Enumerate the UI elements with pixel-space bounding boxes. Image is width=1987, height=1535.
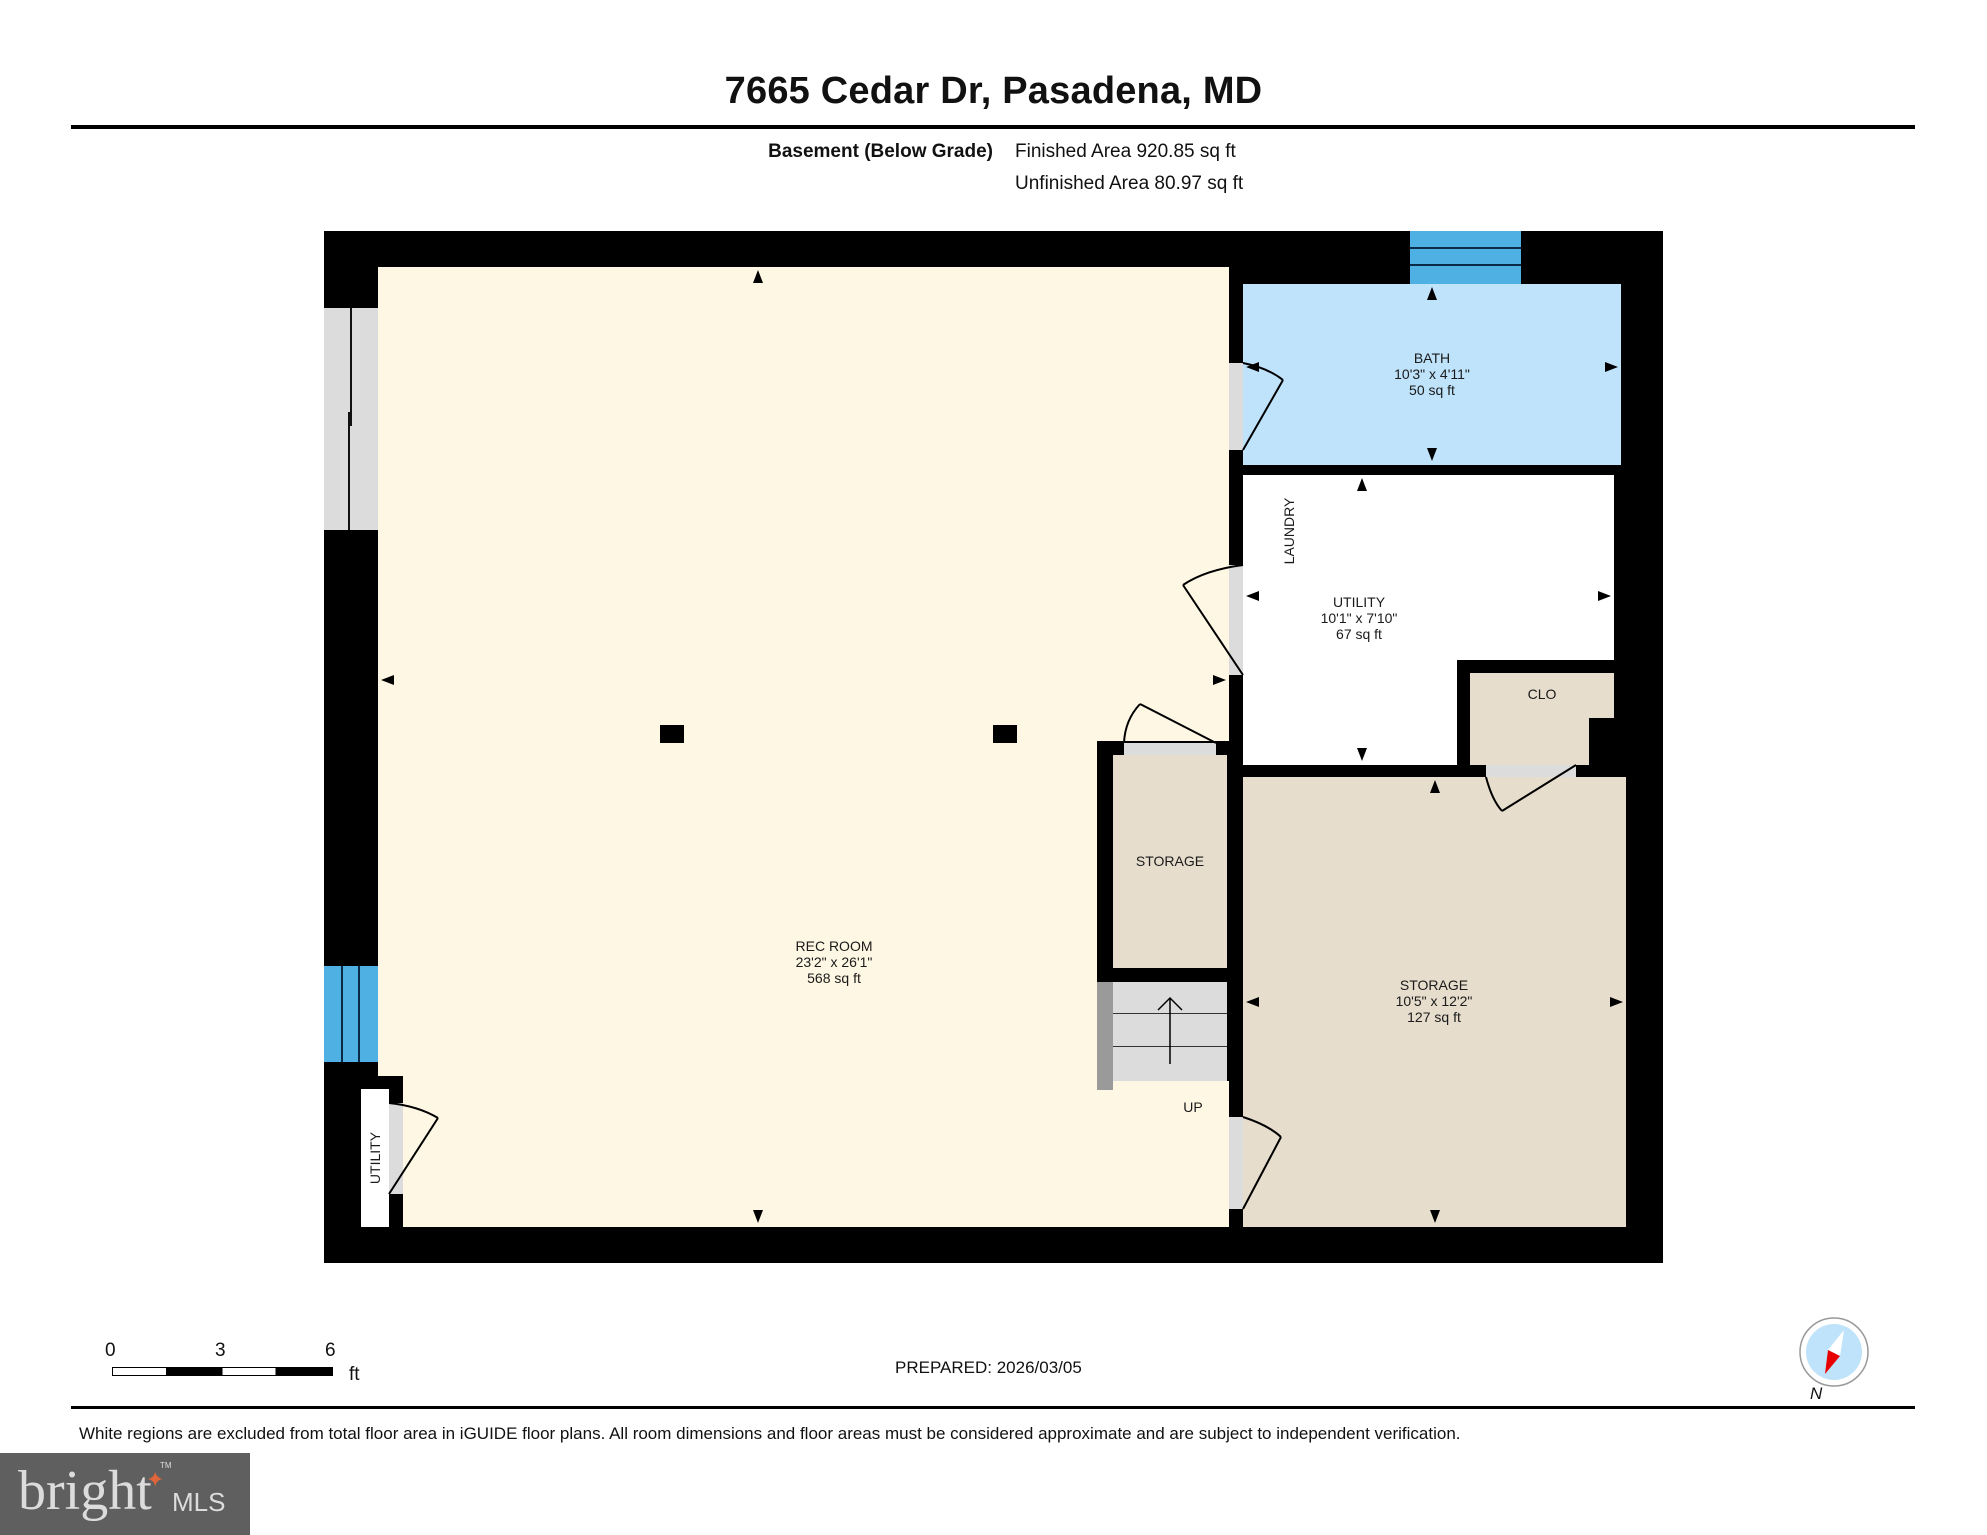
room-rec-room[interactable] <box>378 267 1229 1227</box>
door-rec-to-bath[interactable] <box>1229 363 1243 450</box>
closet-label: CLO <box>1527 686 1557 702</box>
compass-north-label: N <box>1810 1384 1823 1403</box>
room-name: REC ROOM <box>795 938 873 954</box>
disclaimer: White regions are excluded from total fl… <box>79 1424 1461 1443</box>
dimension-arrow-icon <box>1430 780 1440 793</box>
scale-bar: 0 3 6 ft <box>105 1340 375 1390</box>
left-window <box>324 966 378 1062</box>
dimension-arrow-icon <box>1213 675 1226 685</box>
room-dims: 10'1" x 7'10" <box>1320 610 1398 626</box>
dimension-arrow-icon <box>1246 997 1259 1007</box>
footer-divider <box>71 1406 1915 1409</box>
storage-large-label: STORAGE 10'5" x 12'2" 127 sq ft <box>1374 977 1494 1025</box>
utility-closet-label: UTILITY <box>367 1131 383 1185</box>
utility-label: UTILITY 10'1" x 7'10" 67 sq ft <box>1299 594 1419 642</box>
dimension-arrow-icon <box>753 270 763 283</box>
pillar <box>660 725 684 743</box>
scale-tick-6: 6 <box>325 1340 336 1361</box>
dimension-arrow-icon <box>753 1210 763 1223</box>
unfinished-area: Unfinished Area 80.97 sq ft <box>1015 173 1244 194</box>
dimension-arrow-icon <box>1427 448 1437 461</box>
header-divider <box>71 125 1915 129</box>
room-utility-closet[interactable] <box>361 1089 389 1227</box>
compass: N <box>1798 1316 1870 1406</box>
door-small-storage[interactable] <box>1124 743 1216 755</box>
room-area: 50 sq ft <box>1409 382 1455 398</box>
bath-window <box>1410 231 1521 284</box>
dimension-arrow-icon <box>1610 997 1623 1007</box>
compass-icon <box>1799 1317 1869 1387</box>
dimension-arrow-icon <box>1430 1210 1440 1223</box>
dimension-arrow-icon <box>1357 478 1367 491</box>
room-name: BATH <box>1413 350 1451 366</box>
door-closet[interactable] <box>1486 765 1576 777</box>
dimension-arrow-icon <box>1246 591 1259 601</box>
stairs-up-label: UP <box>1183 1099 1203 1115</box>
pillar <box>993 725 1017 743</box>
scale-tick-0: 0 <box>105 1340 116 1361</box>
dimension-arrow-icon <box>1598 591 1611 601</box>
room-dims: 10'3" x 4'11" <box>1394 366 1470 382</box>
page-title: 7665 Cedar Dr, Pasadena, MD <box>724 70 1263 112</box>
stair-rail <box>1097 982 1113 1090</box>
stairs[interactable] <box>1113 982 1227 1081</box>
dimension-arrow-icon <box>381 675 394 685</box>
room-name: UTILITY <box>1332 594 1386 610</box>
laundry-label: LAUNDRY <box>1281 497 1297 565</box>
dimension-arrow-icon <box>1427 287 1437 300</box>
closet-notch <box>1589 718 1614 765</box>
room-storage-small[interactable] <box>1113 755 1227 968</box>
room-area: 127 sq ft <box>1407 1009 1461 1025</box>
dimension-arrow-icon <box>1357 748 1367 761</box>
finished-area: Finished Area 920.85 sq ft <box>1015 141 1236 162</box>
room-storage-large[interactable] <box>1243 777 1626 1227</box>
stairs-up-arrow-icon <box>1157 996 1183 1064</box>
room-name: STORAGE <box>1399 977 1469 993</box>
stair-landing <box>1097 1090 1227 1227</box>
utility-closet-door[interactable] <box>389 1103 403 1194</box>
left-sliding-window <box>324 308 378 530</box>
bath-label: BATH 10'3" x 4'11" 50 sq ft <box>1372 350 1492 398</box>
room-dims: 23'2" x 26'1" <box>795 954 873 970</box>
rec-room-label: REC ROOM 23'2" x 26'1" 568 sq ft <box>774 938 894 986</box>
dimension-arrow-icon <box>1246 362 1259 372</box>
scale-unit: ft <box>349 1364 360 1385</box>
room-area: 67 sq ft <box>1336 626 1382 642</box>
prepared-date: PREPARED: 2026/03/05 <box>895 1358 1082 1377</box>
dimension-arrow-icon <box>1605 362 1618 372</box>
room-area: 568 sq ft <box>807 970 861 986</box>
storage-small-label: STORAGE <box>1135 853 1205 869</box>
bright-mls-logo: bright ✦ TM MLS <box>0 1453 250 1535</box>
level-label: Basement (Below Grade) <box>768 141 993 162</box>
logo-tm: TM <box>160 1461 172 1470</box>
room-dims: 10'5" x 12'2" <box>1395 993 1473 1009</box>
logo-star-icon: ✦ <box>146 1467 165 1492</box>
room-bath[interactable] <box>1243 284 1621 465</box>
scale-tick-3: 3 <box>215 1340 226 1361</box>
door-rec-to-utility[interactable] <box>1229 565 1243 675</box>
logo-suffix: MLS <box>172 1487 226 1517</box>
door-rec-to-storage[interactable] <box>1229 1117 1243 1209</box>
logo-brand: bright <box>18 1460 152 1522</box>
